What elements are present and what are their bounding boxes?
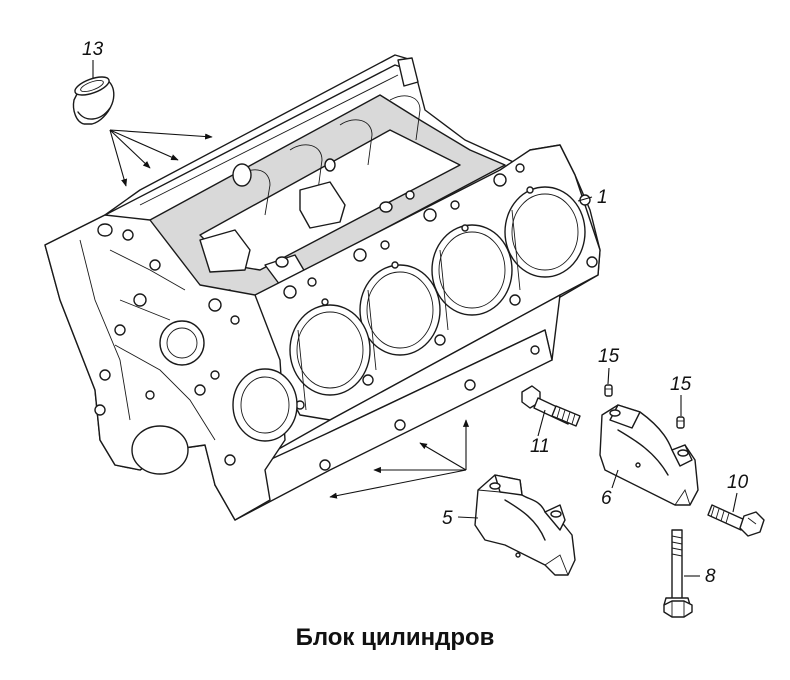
callout-15-right: 15 [670,374,692,395]
part-13-bushing [72,76,115,125]
engine-block [44,54,601,521]
deck-bolt-holes [283,163,598,410]
leader-lines [92,60,738,577]
part-15-dowel-pins [604,384,685,429]
part-10-bolt [707,504,765,537]
part-11-bolt [521,385,581,427]
part-5-bearing-cap [474,474,576,576]
part-8-stud-bolt [663,529,693,618]
part-6-bearing-cap [599,404,699,506]
callout-1: 1 [597,187,608,208]
callout-5: 5 [442,508,453,529]
cylinder-bores [289,186,586,411]
diagram-caption: Блок цилиндров [295,624,495,651]
callout-8: 8 [705,566,716,587]
callout-13: 13 [82,39,104,60]
callout-15-left: 15 [598,346,620,367]
callout-10: 10 [727,472,749,493]
callout-11: 11 [530,436,550,457]
callout-6: 6 [601,488,612,509]
callout-labels: 13 1 15 15 11 10 6 5 8 [82,39,749,587]
